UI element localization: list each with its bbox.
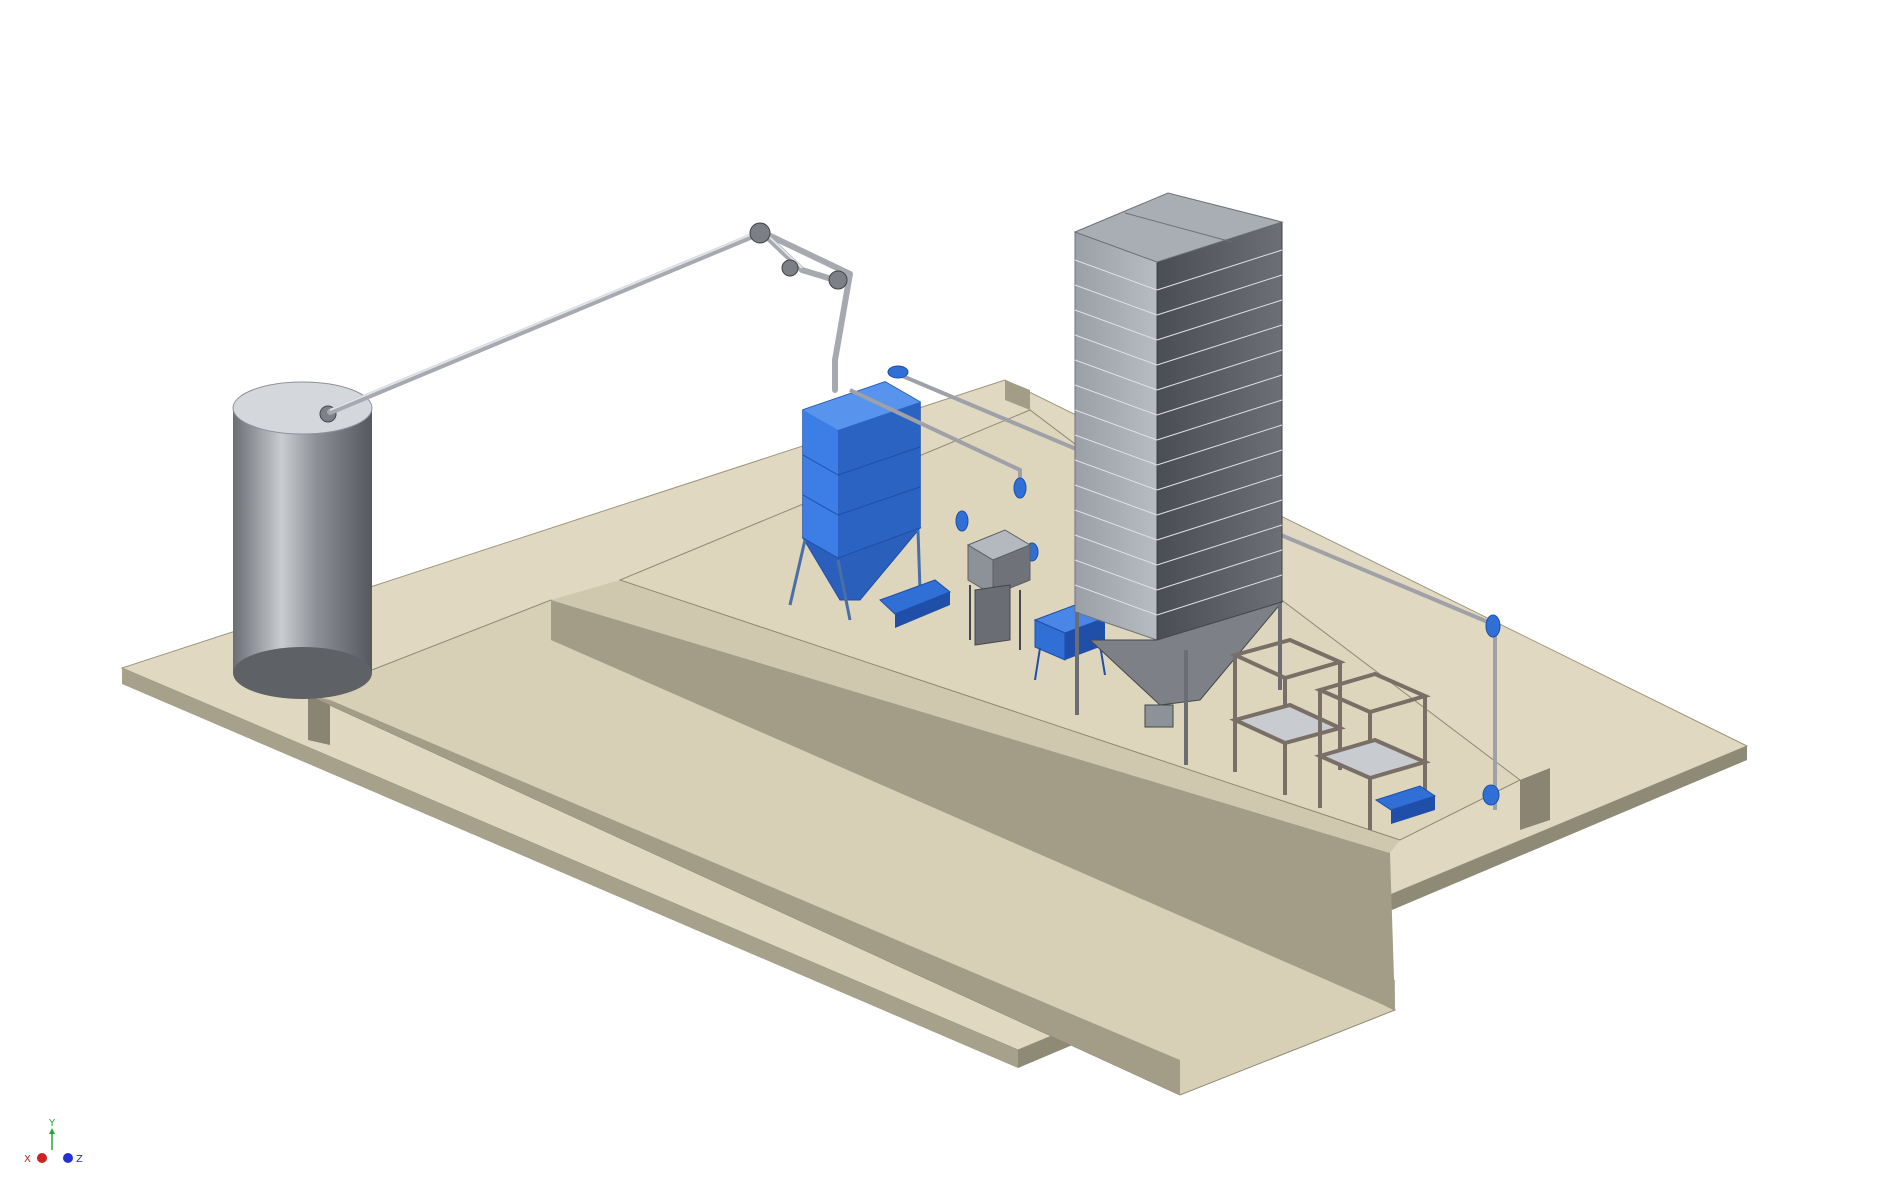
silo-discharge-feeder[interactable] [1144, 704, 1174, 728]
blue-filter-receiver[interactable] [801, 381, 922, 601]
view-orientation-triad[interactable]: Y X Z [24, 1118, 83, 1165]
triad-x-label: X [24, 1154, 31, 1165]
bag-dump-station[interactable] [966, 529, 1032, 650]
pipe-elbow-joints [749, 222, 848, 290]
pipe-blue-fittings [887, 365, 1501, 806]
triad-y-label: Y [48, 1118, 56, 1129]
channel-wall [551, 580, 1400, 1010]
receiver-legs [788, 529, 922, 621]
big-bag-frame-2[interactable] [1314, 671, 1431, 830]
silo-stiffener-rings [1074, 249, 1283, 616]
cylindrical-storage-tank[interactable] [232, 381, 373, 699]
floor-front-lip [308, 380, 1030, 745]
overhead-conveying-pipe[interactable] [327, 229, 853, 415]
blue-blower-right[interactable] [1374, 785, 1437, 824]
triad-z-label: Z [76, 1154, 83, 1165]
blue-blower-left[interactable] [879, 579, 951, 628]
